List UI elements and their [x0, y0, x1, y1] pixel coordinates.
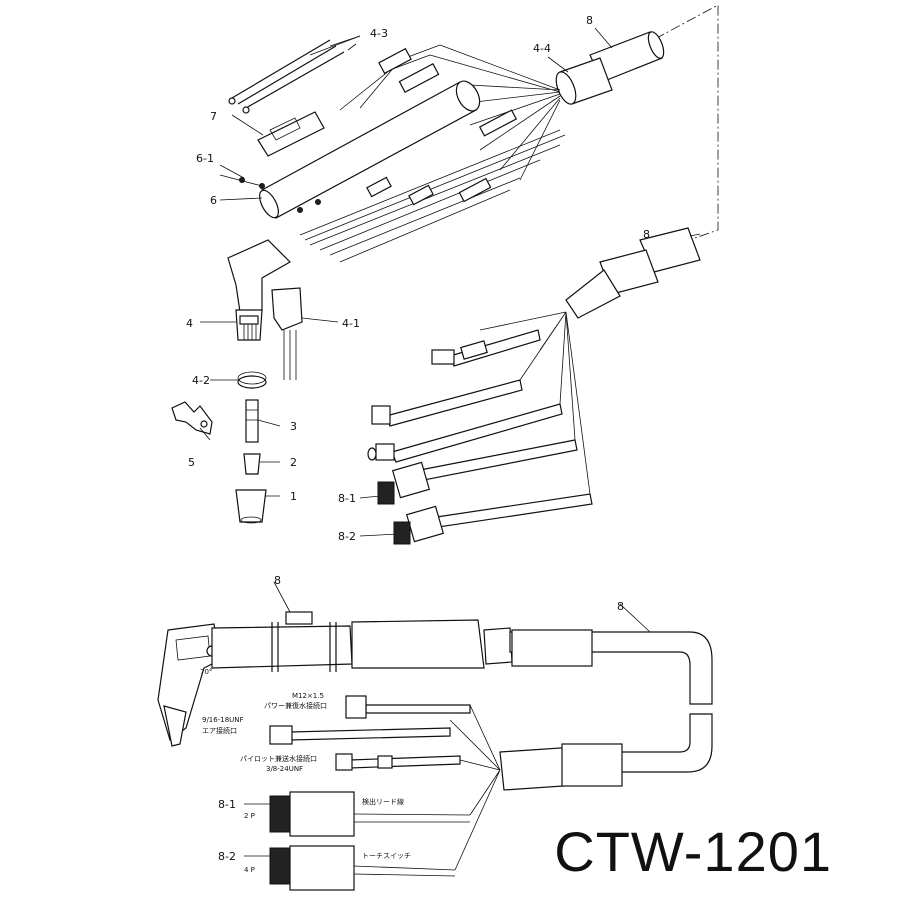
label-7: 7	[210, 110, 217, 123]
annotation-detect-lead: 検出リード線	[362, 797, 404, 806]
label-8-2-top: 8-2	[338, 530, 356, 543]
label-4-2: 4-2	[192, 374, 210, 387]
annotation-m12: M12×1.5	[292, 692, 324, 700]
part-labels: 8 4-4 4-3 7 6-1 6 8 4 4-1 4-2 3 5 2 1 8-…	[186, 14, 650, 863]
model-number: CTW-1201	[554, 820, 832, 883]
label-4-3: 4-3	[370, 27, 388, 40]
annotation-power-water: パワー兼復水接続口	[264, 701, 327, 710]
label-1: 1	[290, 490, 297, 503]
label-8-1-top: 8-1	[338, 492, 356, 505]
label-6-1: 6-1	[196, 152, 214, 165]
label-8-mid: 8	[643, 228, 650, 241]
annotation-916-unf: 9/16-18UNF	[202, 716, 244, 724]
label-8-2-bottom: 8-2	[218, 850, 236, 863]
annotation-2p: 2 P	[244, 812, 255, 820]
annotation-pilot-water: パイロット兼送水接続口	[240, 754, 317, 763]
label-4: 4	[186, 317, 193, 330]
label-3: 3	[290, 420, 297, 433]
label-4-4: 4-4	[533, 42, 551, 55]
annotation-torch-switch: トーチスイッチ	[362, 852, 411, 860]
lead-assembly-view	[367, 227, 701, 545]
label-8-bottom-right: 8	[617, 600, 624, 613]
label-8-1-bottom: 8-1	[218, 798, 236, 811]
angle-label: 70°	[200, 668, 212, 676]
label-8-bottom-left: 8	[274, 574, 281, 587]
upper-exploded-view	[171, 4, 719, 537]
annotations: M12×1.5 パワー兼復水接続口 9/16-18UNF エア接続口 パイロット…	[202, 692, 411, 874]
label-2: 2	[290, 456, 297, 469]
label-4-1: 4-1	[342, 317, 360, 330]
assembled-view: 70°	[157, 581, 713, 891]
screw-icons	[239, 177, 321, 213]
annotation-4p: 4 P	[244, 866, 255, 874]
annotation-air-port: エア接続口	[202, 726, 237, 735]
label-6: 6	[210, 194, 217, 207]
label-8-top: 8	[586, 14, 593, 27]
label-5: 5	[188, 456, 195, 469]
annotation-38-unf: 3/8-24UNF	[266, 765, 303, 773]
